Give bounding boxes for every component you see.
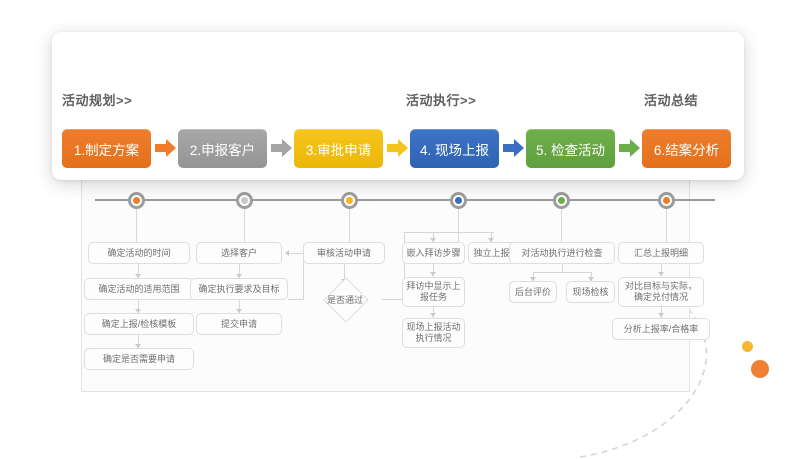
phase-label-3: 活动总结 xyxy=(644,93,699,108)
process-step-button-4[interactable]: 4. 现场上报 xyxy=(410,129,499,168)
timeline-stem-6 xyxy=(666,209,667,242)
timeline-node-dot xyxy=(133,197,140,204)
process-step-arrow-4 xyxy=(503,138,525,158)
timeline-node-1[interactable] xyxy=(128,192,145,209)
flow-node-apply-1[interactable]: 选择客户 xyxy=(196,242,282,264)
flow-node-apply-3[interactable]: 提交申请 xyxy=(196,313,282,335)
flow-node-approve-1[interactable]: 审核活动申请 xyxy=(303,242,385,264)
flow-node-plan-1[interactable]: 确定活动的时间 xyxy=(88,242,190,264)
timeline-stem-1 xyxy=(136,209,137,242)
timeline-stem-3 xyxy=(349,209,350,242)
timeline-node-dot xyxy=(558,197,565,204)
process-header-card: 活动规划>> 活动执行>> 活动总结 1.制定方案 2.申报客户 3.审批申请 4. 现场… xyxy=(52,32,744,180)
timeline-node-6[interactable] xyxy=(658,192,675,209)
timeline-node-4[interactable] xyxy=(450,192,467,209)
decorative-dot-large xyxy=(751,360,769,378)
flow-node-report-1[interactable]: 嵌入拜访步骤 xyxy=(402,242,465,264)
flow-node-report-4[interactable]: 现场上报活动执行情况 xyxy=(402,318,465,348)
phase-label-1: 活动规划>> xyxy=(62,93,133,108)
process-step-arrow-3 xyxy=(387,138,409,158)
flow-node-check-2[interactable]: 后台评价 xyxy=(509,281,557,303)
phase-label-2: 活动执行>> xyxy=(406,93,477,108)
flow-node-plan-4[interactable]: 确定是否需要申请 xyxy=(84,348,194,370)
timeline-node-2[interactable] xyxy=(236,192,253,209)
flow-decision-approve[interactable]: 是否通过 xyxy=(308,277,382,323)
process-step-arrow-2 xyxy=(271,138,293,158)
timeline-stem-5 xyxy=(561,209,562,242)
timeline-stem-2 xyxy=(244,209,245,242)
flow-node-summary-1[interactable]: 汇总上报明细 xyxy=(618,242,704,264)
timeline-node-dot xyxy=(663,197,670,204)
process-step-button-2[interactable]: 2.申报客户 xyxy=(178,129,267,168)
flow-node-check-1[interactable]: 对活动执行进行检查 xyxy=(509,242,615,264)
timeline-node-dot xyxy=(455,197,462,204)
flow-node-summary-3[interactable]: 分析上报率/合格率 xyxy=(612,318,710,340)
timeline-node-5[interactable] xyxy=(553,192,570,209)
flow-node-summary-2[interactable]: 对比目标与实际，确定兑付情况 xyxy=(618,277,704,307)
timeline-node-3[interactable] xyxy=(341,192,358,209)
flow-node-plan-3[interactable]: 确定上报/检核模板 xyxy=(84,313,194,335)
timeline-axis xyxy=(95,199,715,201)
process-step-button-5[interactable]: 5. 检查活动 xyxy=(526,129,615,168)
process-step-button-6[interactable]: 6.结案分析 xyxy=(642,129,731,168)
flow-node-plan-2[interactable]: 确定活动的适用范围 xyxy=(84,278,194,300)
flow-node-apply-2[interactable]: 确定执行要求及目标 xyxy=(190,278,288,300)
process-step-button-1[interactable]: 1.制定方案 xyxy=(62,129,151,168)
process-step-button-3[interactable]: 3.审批申请 xyxy=(294,129,383,168)
timeline-node-dot xyxy=(346,197,353,204)
process-step-arrow-1 xyxy=(155,138,177,158)
timeline-node-dot xyxy=(241,197,248,204)
decorative-dot-small xyxy=(742,341,753,352)
decision-label: 是否通过 xyxy=(326,294,363,305)
timeline-stem-4 xyxy=(458,209,459,242)
flow-node-report-2[interactable]: 独立上报 xyxy=(468,242,515,264)
process-step-arrow-5 xyxy=(619,138,641,158)
flow-node-check-3[interactable]: 现场检核 xyxy=(566,281,615,303)
flow-node-report-3[interactable]: 拜访中显示上报任务 xyxy=(402,277,465,307)
